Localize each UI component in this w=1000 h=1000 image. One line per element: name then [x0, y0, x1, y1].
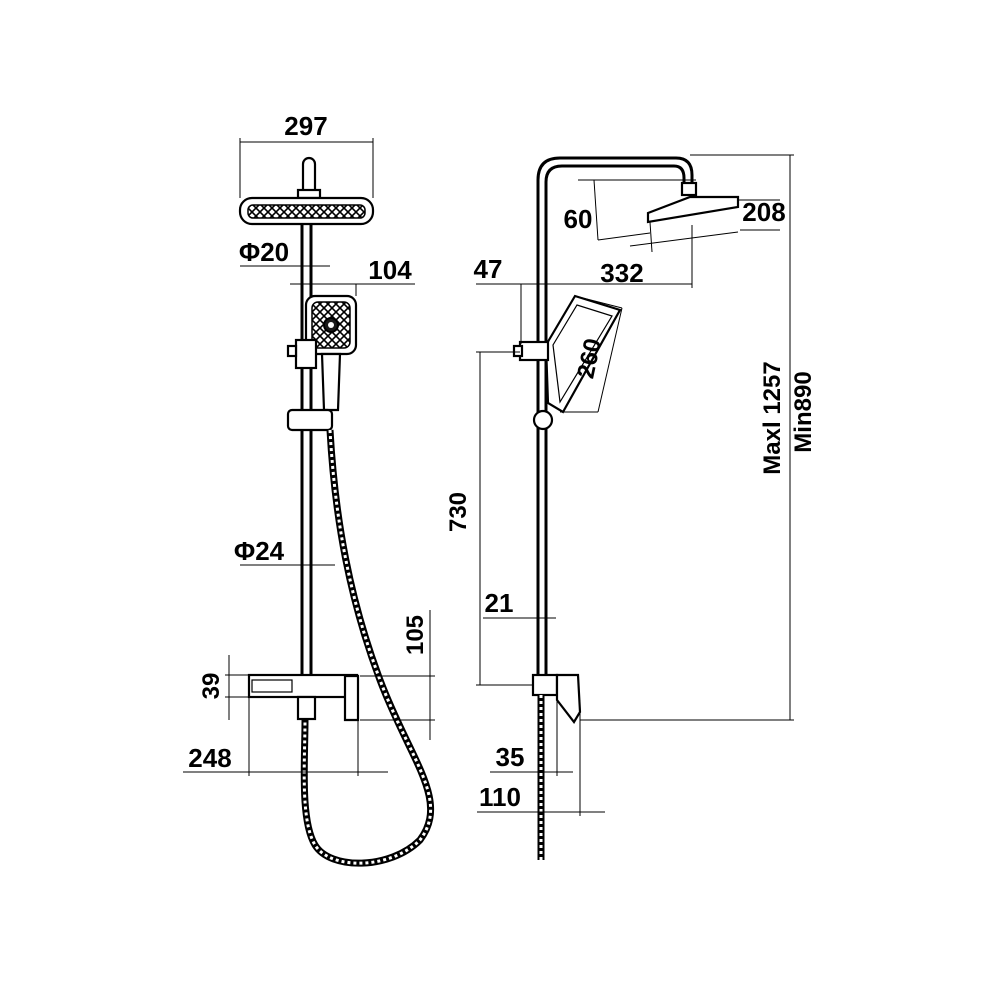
- dim-slide-distance: 730: [445, 492, 472, 532]
- hose-clamp-side: [532, 409, 554, 431]
- dim-pipe-diameter-top: Φ20: [239, 237, 289, 267]
- hose-clamp: [286, 408, 334, 432]
- dim-offset: 47: [474, 254, 503, 284]
- dim-pipe-offset: 21: [485, 588, 514, 618]
- side-view: 60 208 47 332 260 730 21 35 110: [445, 154, 817, 860]
- dim-min-height: Min890: [790, 371, 817, 452]
- riser-pipe-side: [536, 156, 694, 680]
- slider-holder: [294, 338, 318, 370]
- mixer-lever-front: [343, 674, 360, 722]
- valve-body-side: [531, 673, 559, 697]
- dim-head-diameter: 208: [742, 197, 785, 227]
- dim-valve-offset: 35: [496, 742, 525, 772]
- slider-holder-side: [518, 340, 550, 362]
- front-view: 297 Φ20 104 Φ24 105 39 248: [183, 111, 435, 867]
- dim-arm-reach: 332: [600, 258, 643, 288]
- dim-head-drop: 60: [564, 204, 593, 234]
- dim-handheld-width: 104: [368, 255, 412, 285]
- hand-shower-handle: [320, 352, 342, 412]
- dim-valve-depth: 110: [479, 782, 521, 812]
- dim-pipe-diameter-main: Φ24: [234, 536, 285, 566]
- dim-max-height: Maxl 1257: [759, 361, 786, 474]
- mixer-lever-side: [555, 673, 582, 724]
- dim-shelf-height: 39: [198, 673, 225, 700]
- dim-outlet-height: 105: [402, 615, 429, 655]
- rain-shower-head-side: [646, 195, 740, 224]
- dim-shelf-width: 248: [188, 743, 231, 773]
- dim-head-width: 297: [284, 111, 327, 141]
